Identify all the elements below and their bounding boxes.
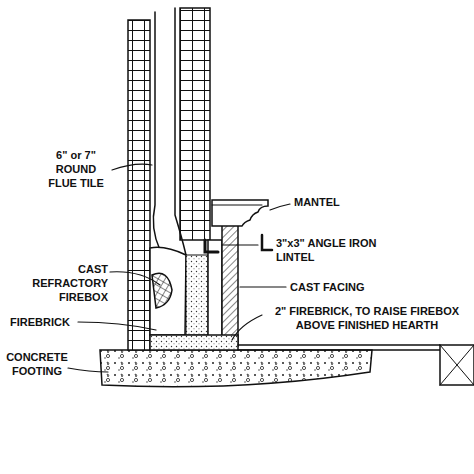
note-label: 2" FIREBRICK, TO RAISE FIREBOX ABOVE FIN…: [264, 304, 470, 332]
part-label: CONCRETE FOOTING: [4, 350, 70, 378]
part-label: 6" or 7" ROUND FLUE TILE: [42, 148, 110, 190]
part-label: CAST REFRACTORY FIREBOX: [2, 262, 108, 304]
part-label: CAST FACING: [290, 280, 410, 294]
part-label: MANTEL: [294, 195, 374, 209]
part-label: FIREBRICK: [10, 315, 80, 329]
part-label: 3"x3" ANGLE IRON LINTEL: [276, 236, 416, 264]
